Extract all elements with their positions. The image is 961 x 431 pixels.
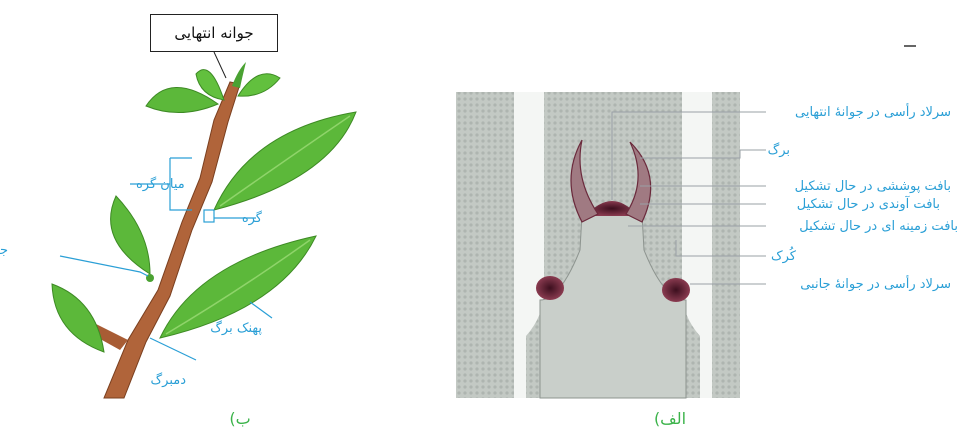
caption-a: الف) [654,409,686,428]
internode-label: میان گره [136,176,185,192]
protoderm-label: بافت پوششی در حال تشکیل [795,179,951,194]
petiole-label: دمبرگ [151,371,187,388]
bract-label: کُرک [771,246,797,264]
node-marker [204,210,214,222]
apical-meristem-terminal-label: سرلاد رأسی در جوانۀ انتهایی [795,103,951,120]
blade-label: پهنک برگ [210,319,262,336]
node-label: گره [242,210,263,226]
terminal-bud-shape [232,62,246,88]
micrograph [456,92,740,398]
leaf [238,74,280,96]
leaf-label: برگ [768,141,790,158]
lateral-meristem-left [536,276,564,300]
terminal-bud-label: جوانه انتهایی [174,24,253,42]
leaf [52,284,104,352]
lateral-meristem-right [662,278,690,302]
leaf [111,196,150,274]
petiole-leader [150,338,196,360]
terminal-bud-leader [214,52,226,78]
procambium-label: بافت آوندی در حال تشکیل [797,195,940,212]
blade-leader [250,302,272,318]
leaf-midrib [220,116,350,206]
apical-meristem-lateral-label: سرلاد رأسی در جوانۀ جانبی [800,275,951,292]
terminal-bud-box: جوانه انتهایی [150,14,278,52]
shoot-illustration [52,62,356,398]
ground-meristem-label: بافت زمینه ای در حال تشکیل [799,219,958,234]
caption-b: ب) [229,409,250,428]
lateral-bud-label: جوانۀ جانبی [0,243,8,258]
